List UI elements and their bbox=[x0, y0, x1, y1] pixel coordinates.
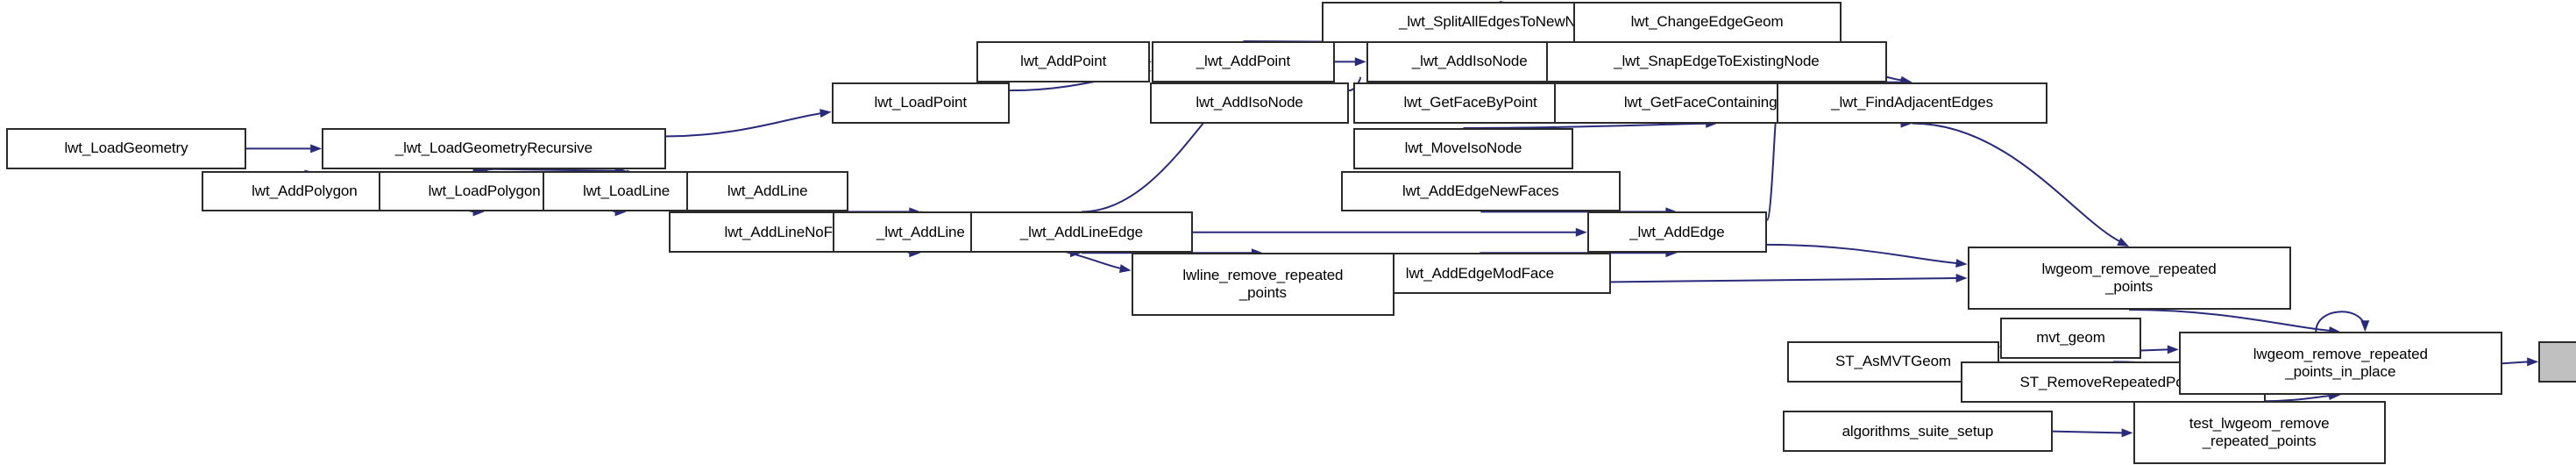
graph-node-lwt_ChangeEdgeGeom[interactable]: lwt_ChangeEdgeGeom bbox=[1572, 2, 1842, 43]
edge-line bbox=[2129, 309, 2331, 333]
graph-node-lwt_AddIsoNode[interactable]: lwt_AddIsoNode bbox=[1150, 82, 1349, 124]
graph-node-lwt_LoadLine[interactable]: lwt_LoadLine bbox=[543, 170, 710, 212]
edge-arrowhead bbox=[2117, 237, 2130, 247]
graph-node-lwt_AddEdgeNewFaces[interactable]: lwt_AddEdgeNewFaces bbox=[1341, 170, 1621, 212]
edge-arrowhead bbox=[1575, 227, 1587, 237]
edge-arrowhead bbox=[820, 109, 832, 118]
edge-arrowhead bbox=[1955, 259, 1968, 268]
graph-edge-lwgeom_remove_repeated_points--lwgeom_remove_repeated_points_in_place bbox=[2129, 309, 2331, 333]
graph-node-lwt_AddLine[interactable]: lwt_AddLine bbox=[686, 170, 849, 212]
edge-arrowhead bbox=[2360, 320, 2370, 333]
graph-edge-mvt_geom--lwgeom_remove_repeated_points_in_place bbox=[2140, 348, 2168, 352]
graph-node-lwgeom_remove_repeated_points[interactable]: lwgeom_remove_repeated _points bbox=[1967, 247, 2291, 310]
edge-arrowhead bbox=[1354, 57, 1366, 67]
graph-edge-lwgeom_remove_repeated_points_in_place--cmp_point_y bbox=[2501, 361, 2529, 365]
graph-node-lwt_AddPolygon[interactable]: lwt_AddPolygon bbox=[202, 170, 408, 212]
graph-node-_lwt_AddIsoNode[interactable]: _lwt_AddIsoNode bbox=[1366, 41, 1573, 82]
graph-node-test_lwgeom_remove_repeated_points[interactable]: test_lwgeom_remove _repeated_points bbox=[2132, 401, 2386, 465]
graph-node-lwgeom_remove_repeated_points_in_place[interactable]: lwgeom_remove_repeated _points_in_place bbox=[2178, 332, 2502, 396]
graph-node-_lwt_AddPoint[interactable]: _lwt_AddPoint bbox=[1152, 41, 1335, 82]
graph-node-_lwt_FindAdjacentEdges[interactable]: _lwt_FindAdjacentEdges bbox=[1776, 82, 2048, 124]
edge-arrowhead bbox=[2527, 357, 2539, 367]
edge-arrowhead bbox=[2167, 345, 2179, 354]
edge-line bbox=[1766, 121, 1777, 221]
graph-node-lwt_MoveIsoNode[interactable]: lwt_MoveIsoNode bbox=[1353, 128, 1573, 169]
graph-node-cmp_point_y[interactable]: cmp_point_y bbox=[2538, 341, 2576, 383]
edge-line bbox=[665, 112, 822, 138]
edge-arrowhead bbox=[1118, 264, 1132, 274]
graph-edge-lwgeom_remove_repeated_points_in_place--lwgeom_remove_repeated_points_in_place bbox=[2315, 311, 2367, 333]
graph-node-lwt_LoadPoint[interactable]: lwt_LoadPoint bbox=[831, 82, 1010, 124]
graph-node-lwline_remove_repeated_points[interactable]: lwline_remove_repeated _points bbox=[1131, 253, 1395, 317]
graph-node-mvt_geom[interactable]: mvt_geom bbox=[2000, 318, 2141, 359]
edge-line bbox=[2140, 348, 2168, 352]
edge-line bbox=[2501, 361, 2529, 365]
graph-node-lwt_GetFaceByPoint[interactable]: lwt_GetFaceByPoint bbox=[1353, 82, 1587, 124]
graph-edge-_lwt_FindAdjacentEdges--lwgeom_remove_repeated_points bbox=[1912, 122, 2121, 243]
edge-line bbox=[2315, 311, 2367, 333]
graph-node-_lwt_AddLineEdge[interactable]: _lwt_AddLineEdge bbox=[970, 211, 1193, 254]
graph-node-_lwt_SnapEdgeToExistingNode[interactable]: _lwt_SnapEdgeToExistingNode bbox=[1546, 41, 1887, 82]
graph-edge-_lwt_AddEdge--lwgeom_remove_repeated_points bbox=[1766, 243, 1958, 265]
graph-edge-algorithms_suite_setup--test_lwgeom_remove_repeated_points bbox=[2052, 430, 2123, 434]
graph-edge-_lwt_AddEdge--_lwt_FindAdjacentEdges bbox=[1766, 121, 1777, 221]
graph-node-algorithms_suite_setup[interactable]: algorithms_suite_setup bbox=[1783, 411, 2053, 452]
graph-node-lwt_AddPoint[interactable]: lwt_AddPoint bbox=[976, 41, 1151, 82]
edge-line bbox=[2052, 430, 2123, 434]
graph-node-_lwt_LoadGeometryRecursive[interactable]: _lwt_LoadGeometryRecursive bbox=[322, 128, 666, 169]
edge-arrowhead bbox=[2121, 428, 2133, 438]
graph-node-lwt_LoadGeometry[interactable]: lwt_LoadGeometry bbox=[6, 128, 246, 169]
edge-arrowhead bbox=[310, 144, 323, 154]
graph-edge-_lwt_LoadGeometryRecursive--lwt_LoadPoint bbox=[665, 112, 822, 138]
edge-line bbox=[1912, 122, 2121, 243]
edge-arrowhead bbox=[1955, 274, 1968, 283]
edge-line bbox=[1766, 243, 1958, 265]
graph-node-_lwt_AddEdge[interactable]: _lwt_AddEdge bbox=[1586, 211, 1767, 254]
